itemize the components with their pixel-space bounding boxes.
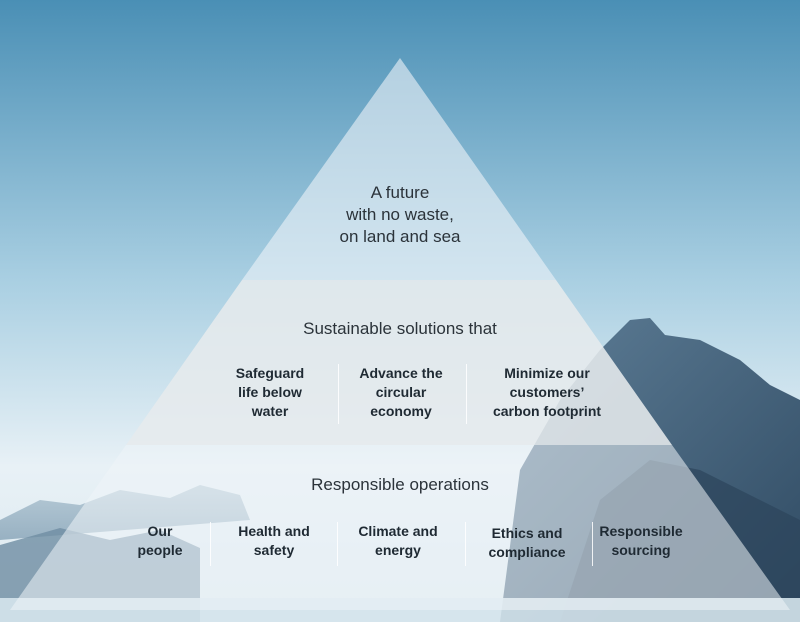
item-line: circular <box>375 384 427 400</box>
item-line: compliance <box>488 544 566 560</box>
bottom-item-climate-energy: Climate and energy <box>345 522 451 560</box>
item-line: safety <box>253 542 295 558</box>
top-line-2: with no waste, <box>346 205 454 224</box>
item-line: Health and <box>238 523 310 539</box>
bottom-divider <box>210 522 211 566</box>
pyramid-middle-tier <box>126 280 672 445</box>
item-line: customers’ <box>509 384 585 400</box>
pyramid-top-tier <box>242 58 556 280</box>
top-line-1: A future <box>370 183 430 202</box>
item-line: Our <box>147 523 173 539</box>
item-line: water <box>251 403 289 419</box>
item-line: economy <box>370 403 432 419</box>
pyramid-bottom-tier <box>10 445 790 610</box>
middle-item-circular-economy: Advance the circular economy <box>345 364 457 421</box>
item-line: energy <box>375 542 421 558</box>
middle-divider <box>338 364 339 424</box>
bottom-item-our-people: Our people <box>120 522 200 560</box>
middle-item-carbon-footprint: Minimize our customers’ carbon footprint <box>474 364 620 421</box>
middle-item-life-below-water: Safeguard life below water <box>220 364 320 421</box>
middle-tier-heading: Sustainable solutions that <box>303 319 497 338</box>
item-line: life below <box>238 384 302 400</box>
item-line: Minimize our <box>504 365 590 381</box>
bottom-divider <box>337 522 338 566</box>
bottom-item-health-safety: Health and safety <box>222 522 326 560</box>
item-line: Safeguard <box>235 365 305 381</box>
item-line: Climate and <box>358 523 438 539</box>
top-line-3: on land and sea <box>339 227 461 246</box>
item-line: Advance the <box>359 365 443 381</box>
item-line: carbon footprint <box>492 403 602 419</box>
bottom-divider <box>592 522 593 566</box>
bottom-item-responsible-sourcing: Responsible sourcing <box>594 522 688 560</box>
pyramid-top-statement: A future with no waste, on land and sea <box>300 182 500 248</box>
bottom-tier-heading: Responsible operations <box>311 475 489 494</box>
item-line: sourcing <box>611 542 671 558</box>
item-line: Responsible <box>599 523 683 539</box>
middle-divider <box>466 364 467 424</box>
bottom-divider <box>465 522 466 566</box>
bottom-item-ethics-compliance: Ethics and compliance <box>474 524 580 562</box>
item-line: Ethics and <box>491 525 563 541</box>
item-line: people <box>137 542 183 558</box>
